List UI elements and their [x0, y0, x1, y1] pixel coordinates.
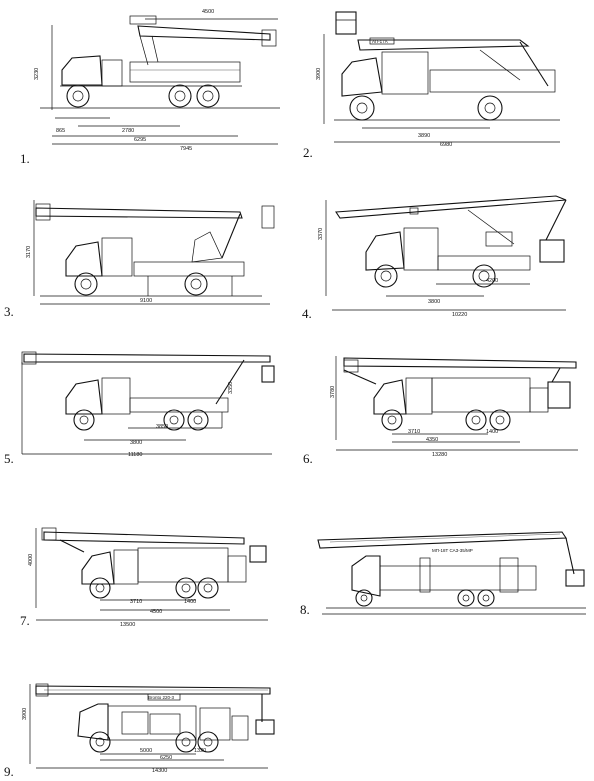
fig2-length-dim: 6980 — [440, 142, 452, 148]
fig7-height-dim: 4000 — [28, 554, 34, 566]
fig8-label: 8. — [300, 602, 310, 617]
fig2-height-dim: 3900 — [316, 68, 322, 80]
fig1-label: 1. — [20, 151, 30, 166]
figure-8: МП-18Т САЗ-35/МР 8. — [300, 531, 586, 617]
fig9-height-dim: 3900 — [22, 708, 28, 720]
figure-5: 3350 3850 3800 11180 5. — [4, 351, 275, 466]
fig2-wheelbase-dim: 3890 — [418, 133, 430, 139]
fig2-plate-text: АП-17А — [372, 39, 388, 44]
fig9-wheelbase-dim: 5000 — [140, 748, 152, 754]
fig9-length-dim: 14300 — [152, 768, 167, 774]
fig7-wheelbase-dim: 3710 — [130, 599, 142, 605]
fig7-mid-dim: 4500 — [150, 609, 162, 615]
fig1-top-dim: 4500 — [202, 9, 214, 15]
fig7-length-dim: 13500 — [120, 622, 135, 628]
fig1-length-dim: 6295 — [134, 137, 146, 143]
fig6-bogie-dim: 1400 — [486, 429, 498, 435]
figure-9: Bronto 220-3 3900 5000 1320 6250 14300 9… — [4, 683, 275, 779]
fig8-plate-text: МП-18Т САЗ-35/МР — [432, 548, 473, 553]
fig4-wheelbase-dim: 3800 — [428, 299, 440, 305]
fig6-length-dim: 13280 — [432, 452, 447, 458]
figure-2: АП-17А 3900 3890 6980 2. — [303, 11, 560, 160]
figure-6: 3780 3710 1400 4350 13280 6. — [303, 356, 578, 466]
fig2-label: 2. — [303, 145, 313, 160]
fig5-rear-dim: 3850 — [156, 424, 168, 430]
fig1-wheelbase-dim: 2780 — [122, 128, 134, 134]
fig3-height-dim: 3170 — [26, 246, 32, 258]
fig6-label: 6. — [303, 451, 313, 466]
fig6-mid-dim: 4350 — [426, 437, 438, 443]
figure-3: 3170 9100 3. — [4, 200, 275, 319]
fig9-plate-text: Bronto 220-3 — [148, 695, 175, 700]
figure-4: 3370 4200 3800 10220 4. — [302, 195, 567, 321]
fig4-label: 4. — [302, 306, 312, 321]
fig5-length-dim: 11180 — [128, 452, 142, 458]
fig9-mid-dim: 6250 — [160, 755, 172, 761]
figure-7: 4000 3710 1400 4500 13500 7. — [20, 527, 268, 628]
fig3-length-dim: 9100 — [140, 298, 152, 304]
fig9-label: 9. — [4, 764, 14, 779]
fig4-length-dim: 10220 — [452, 312, 467, 318]
fig7-bogie-dim: 1400 — [184, 599, 196, 605]
fig6-height-dim: 3780 — [330, 386, 336, 398]
fig1-overhang-dim: 865 — [56, 128, 65, 134]
fig4-boom-dim: 4200 — [486, 278, 498, 284]
fig9-bogie-dim: 1320 — [194, 748, 206, 754]
fig5-height-dim: 3350 — [228, 382, 234, 394]
fig6-wheelbase-dim: 3710 — [408, 429, 420, 435]
fig4-height-dim: 3370 — [318, 228, 324, 240]
fig1-total-length-dim: 7945 — [180, 146, 192, 152]
fig3-label: 3. — [4, 304, 14, 319]
fig5-label: 5. — [4, 451, 14, 466]
fig5-wheelbase-dim: 3800 — [130, 440, 142, 446]
figure-1: 3230 4500 865 2780 6295 7945 1. — [20, 9, 280, 166]
fig7-label: 7. — [20, 613, 30, 628]
fig1-height-dim: 3230 — [34, 68, 40, 80]
